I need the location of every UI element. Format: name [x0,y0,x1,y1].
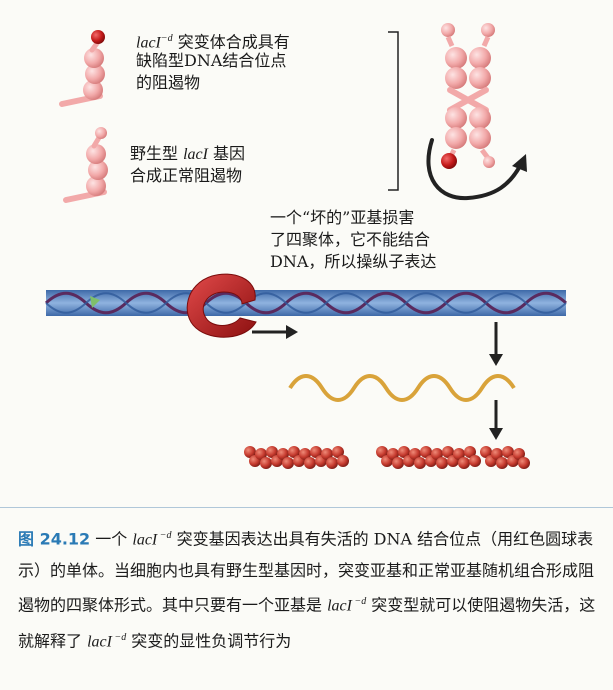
wildtype-monomer-icon [63,127,108,203]
dna-helix [44,290,568,316]
figure-caption: 图 24.12 一个 lacI −d 突变基因表达出具有失活的 DNA 结合位点… [18,520,598,657]
protein-bead [244,446,256,458]
bad-subunit-line2: 了四聚体，它不能结合 [270,230,431,249]
caption-t3: 突变型就可以使阻遏物失活，这就解释了 [18,595,596,650]
bad-subunit-line1: 一个“坏的”亚基损害 [270,208,415,227]
protein-bead [496,457,508,469]
caption-sup1: −d [157,530,172,541]
mutant-line1-rest: 突变体合成具有 [172,32,290,52]
protein-bead [260,457,272,469]
protein-bead [414,457,426,469]
protein-bead [387,448,399,460]
protein-bead [288,446,300,458]
protein-bead [326,457,338,469]
caption-t2: 突变基因表达出具有失活的 DNA 结合位点（用红色圆球表示）的单体。当细胞内也具… [18,529,595,615]
caption-divider [0,507,613,508]
wildtype-line2: 合成正常阻遏物 [130,166,243,185]
assembly-arrow [426,138,527,201]
caption-t4: 突变的显性负调节行为 [126,630,292,650]
protein-bead [376,446,388,458]
mutant-line3: 的阻遏物 [136,73,201,92]
protein-bead [392,457,404,469]
mutant-label: lacI−d 突变体合成具有 [136,28,290,54]
protein-chains [244,446,530,469]
protein-bead [420,446,432,458]
protein-bead [337,455,349,467]
bad-subunit-line3: DNA，所以操纵子表达 [270,252,437,271]
grouping-bracket [388,31,399,191]
mutant-line2: 缺陷型DNA结合位点 [136,51,287,70]
protein-bead [502,446,514,458]
wildtype-line1-a: 野生型 [130,144,184,163]
protein-bead [277,448,289,460]
protein-bead [321,448,333,460]
protein-bead [480,446,492,458]
protein-bead [332,446,344,458]
transcription-direction-arrow [252,325,298,339]
protein-bead [304,457,316,469]
protein-bead [398,446,410,458]
protein-bead [513,448,525,460]
protein-bead [453,448,465,460]
mutant-monomer-icon [59,30,105,107]
protein-bead [442,446,454,458]
repressor-tetramer-icon [441,23,495,169]
translation-arrow [489,400,503,440]
caption-gene1: lacI [132,531,158,549]
mrna-strand [288,374,516,402]
caption-gene2: lacI [327,597,352,615]
mutant-gene-sup: −d [160,33,173,44]
caption-t1: 一个 [90,529,133,549]
protein-bead [409,448,421,460]
caption-gene3: lacI [87,632,112,650]
mutant-gene-name: lacI [136,34,161,52]
protein-bead [431,448,443,460]
protein-bead [299,448,311,460]
bound-repressor-icon [186,273,257,338]
transcription-arrow [489,322,503,366]
caption-sup2: −d [351,596,367,608]
figure-number: 图 24.12 [18,529,91,549]
wildtype-label: 野生型 lacI 基因 [130,143,245,166]
protein-bead [518,457,530,469]
protein-bead [310,446,322,458]
protein-bead [469,455,481,467]
protein-bead [458,457,470,469]
protein-bead [491,448,503,460]
protein-bead [266,446,278,458]
wildtype-gene-name: lacI [183,146,208,163]
diagram-canvas [44,23,568,469]
wildtype-line1-b: 基因 [207,144,246,163]
protein-bead [282,457,294,469]
protein-bead [436,457,448,469]
protein-bead [255,448,267,460]
caption-sup3: −d [111,631,127,643]
protein-bead [464,446,476,458]
